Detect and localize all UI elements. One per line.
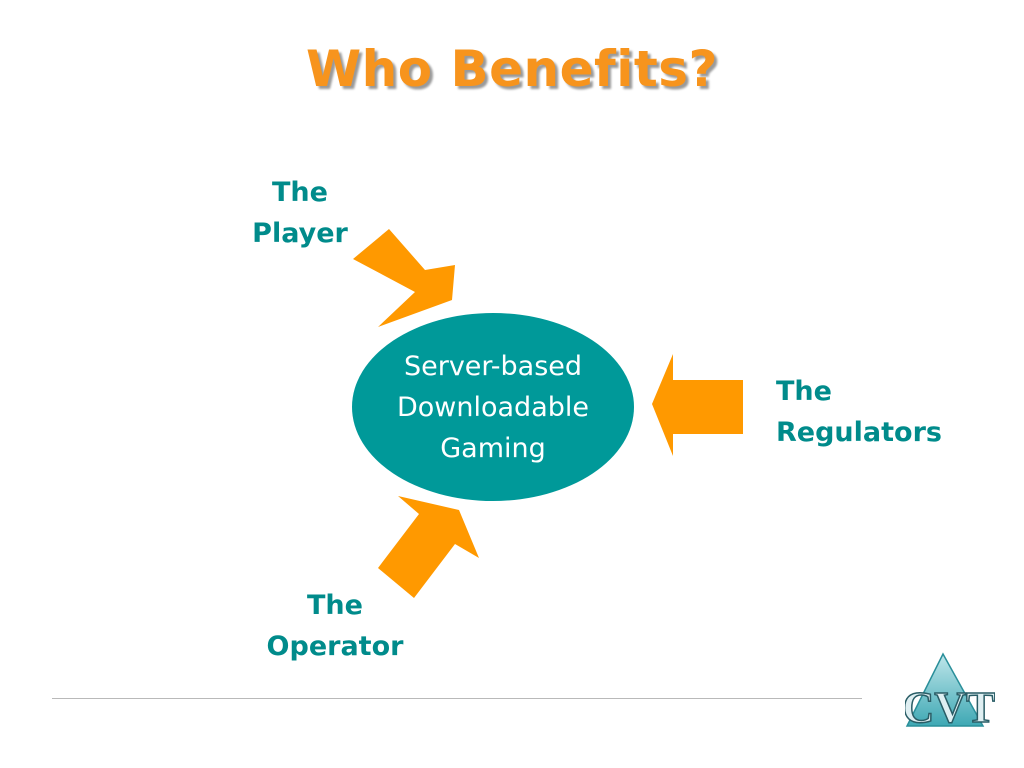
label-line: The [776,376,832,407]
center-ellipse [352,313,634,501]
label-line: The [272,177,328,208]
label-line: Operator [266,631,404,662]
label-the-regulators: The Regulators [776,371,976,453]
triangle-logo-icon: CVT [905,652,995,730]
label-the-player: The Player [230,172,370,254]
label-the-operator: The Operator [245,585,425,667]
footer-divider [52,698,862,699]
label-line: The [307,590,363,621]
page-title: Who Benefits? [305,40,719,98]
arrow-operator-to-center-icon [378,496,479,598]
logo-text: CVT [905,683,995,730]
arrow-regulators-to-center-icon [652,354,743,456]
arrow-player-to-center-icon [353,229,455,327]
label-line: Player [252,218,348,249]
label-line: Regulators [776,417,942,448]
